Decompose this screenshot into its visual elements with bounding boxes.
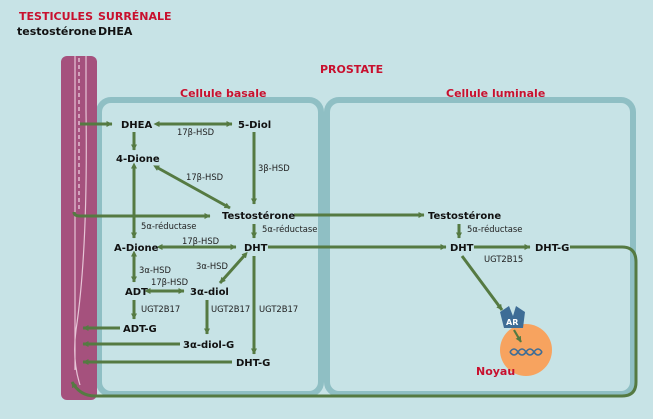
enzyme-ugt2b17-2: UGT2B17 <box>211 304 250 314</box>
node-4-dione: 4-Dione <box>116 154 160 165</box>
enzyme-ugt2b15: UGT2B15 <box>484 254 523 264</box>
label-nucleus: Noyau <box>476 365 515 378</box>
organ-prostate: PROSTATE <box>320 63 383 76</box>
node-adt: ADT <box>125 287 148 298</box>
enzyme-3b-hsd: 3β-HSD <box>258 163 290 173</box>
arrow-receptor-dna <box>513 329 522 343</box>
node-dht-g-luminal: DHT-G <box>535 243 569 254</box>
node-dhea: DHEA <box>121 120 153 131</box>
enzyme-5a-reductase-1: 5α-réductase <box>141 221 196 231</box>
nucleus <box>500 324 552 376</box>
source-testicles: TESTICULES <box>19 10 93 23</box>
enzyme-5a-reductase-luminal: 5α-réductase <box>467 224 522 234</box>
enzyme-3a-hsd-1: 3α-HSD <box>139 265 171 275</box>
enzyme-17b-hsd-4: 17β-HSD <box>151 277 188 287</box>
blood-vessel <box>61 56 97 400</box>
node-dht-basal: DHT <box>244 243 268 254</box>
enzyme-ugt2b17-3: UGT2B17 <box>259 304 298 314</box>
dna-icon <box>509 348 543 356</box>
label-receptor: AR <box>506 318 518 327</box>
node-3a-diol: 3α-diol <box>190 287 229 298</box>
enzyme-17b-hsd-3: 17β-HSD <box>182 236 219 246</box>
enzyme-17b-hsd-1: 17β-HSD <box>177 127 214 137</box>
arrow-dht-3adiol <box>218 251 248 284</box>
hormone-dhea: DHEA <box>98 25 133 38</box>
enzyme-17b-hsd-2: 17β-HSD <box>186 172 223 182</box>
node-a-dione: A-Dione <box>114 243 159 254</box>
node-testosterone-basal: Testostérone <box>222 210 295 222</box>
node-dht-g-basal: DHT-G <box>236 358 270 369</box>
receptor-icon <box>500 306 525 328</box>
node-5-diol: 5-Diol <box>238 120 271 131</box>
enzyme-5a-reductase-2: 5α-réductase <box>262 224 317 234</box>
hormone-testosterone: testostérone <box>17 25 97 38</box>
enzyme-3a-hsd-2: 3α-HSD <box>196 261 228 271</box>
arrow-dht-lum-receptor <box>460 255 504 311</box>
label-basal-cell: Cellule basale <box>180 87 266 100</box>
node-testosterone-luminal: Testostérone <box>428 210 501 222</box>
arrow-vessel-testosterone <box>72 211 211 219</box>
node-3a-diol-g: 3α-diol-G <box>183 340 234 351</box>
enzyme-ugt2b17-1: UGT2B17 <box>141 304 180 314</box>
node-adt-g: ADT-G <box>123 324 157 335</box>
arrow-4dione-testosterone <box>153 165 231 210</box>
source-adrenal: SURRÉNALE <box>98 10 172 23</box>
label-luminal-cell: Cellule luminale <box>446 87 545 100</box>
node-dht-luminal: DHT <box>450 243 474 254</box>
pathway-arrows <box>70 121 638 398</box>
arrow-dhtg-lum-return <box>70 245 638 398</box>
